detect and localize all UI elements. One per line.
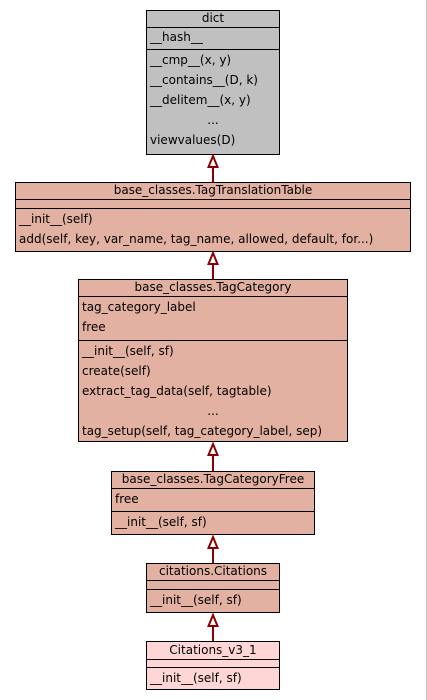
inheritance-arrow: [207, 441, 219, 471]
method-item: __init__(self, sf): [82, 344, 174, 358]
attributes-section: [147, 581, 279, 590]
methods-section: __init__(self, sf) create(self) extract_…: [79, 341, 347, 444]
attributes-section: free: [112, 489, 314, 512]
class-box-citations[interactable]: citations.Citations __init__(self, sf): [146, 563, 280, 613]
inheritance-arrow: [207, 250, 219, 279]
method-item: extract_tag_data(self, tagtable): [82, 384, 272, 398]
method-item: __init__(self): [19, 212, 93, 226]
class-box-tag-category[interactable]: base_classes.TagCategory tag_category_la…: [78, 279, 348, 442]
attribute-item: free: [115, 492, 139, 506]
inheritance-arrow: [207, 153, 219, 182]
methods-section: __init__(self, sf): [147, 590, 279, 613]
attribute-item: free: [82, 320, 106, 334]
method-item: __init__(self, sf): [150, 593, 242, 607]
method-item: __init__(self, sf): [150, 671, 242, 685]
method-ellipsis: ...: [207, 113, 219, 127]
methods-section: __cmp__(x, y) __contains__(D, k) __delit…: [147, 50, 279, 153]
method-item: tag_setup(self, tag_category_label, sep): [82, 424, 323, 438]
methods-section: __init__(self) add(self, key, var_name, …: [16, 209, 410, 252]
methods-section: __init__(self, sf): [112, 512, 314, 535]
class-title-tag-category-free: base_classes.TagCategoryFree: [112, 472, 314, 489]
inheritance-arrow: [207, 612, 219, 641]
method-item: __init__(self, sf): [115, 515, 207, 529]
class-box-tag-translation-table[interactable]: base_classes.TagTranslationTable __init_…: [15, 182, 411, 252]
attributes-section: __hash__: [147, 28, 279, 50]
class-box-citations-v3-1[interactable]: Citations_v3_1 __init__(self, sf): [146, 641, 280, 690]
method-item: create(self): [82, 364, 151, 378]
method-item: __contains__(D, k): [150, 73, 258, 87]
method-item: add(self, key, var_name, tag_name, allow…: [19, 232, 374, 246]
method-item: __cmp__(x, y): [150, 53, 232, 67]
class-title-citations: citations.Citations: [147, 564, 279, 581]
method-item: viewvalues(D): [150, 133, 236, 147]
class-title-dict: dict: [147, 11, 279, 28]
attribute-item: tag_category_label: [82, 300, 196, 314]
method-ellipsis: ...: [207, 404, 219, 418]
class-title-tag-translation-table: base_classes.TagTranslationTable: [16, 183, 410, 200]
class-title-citations-v3-1: Citations_v3_1: [147, 642, 279, 660]
attribute-item: __hash__: [150, 30, 203, 44]
attributes-section: [16, 200, 410, 209]
class-box-tag-category-free[interactable]: base_classes.TagCategoryFree free __init…: [111, 471, 315, 535]
attributes-section: [147, 660, 279, 668]
inheritance-arrow: [207, 534, 219, 563]
method-item: __delitem__(x, y): [150, 93, 251, 107]
attributes-section: tag_category_label free: [79, 297, 347, 341]
class-box-dict[interactable]: dict __hash__ __cmp__(x, y) __contains__…: [146, 10, 280, 155]
methods-section: __init__(self, sf): [147, 668, 279, 691]
class-title-tag-category: base_classes.TagCategory: [79, 280, 347, 297]
